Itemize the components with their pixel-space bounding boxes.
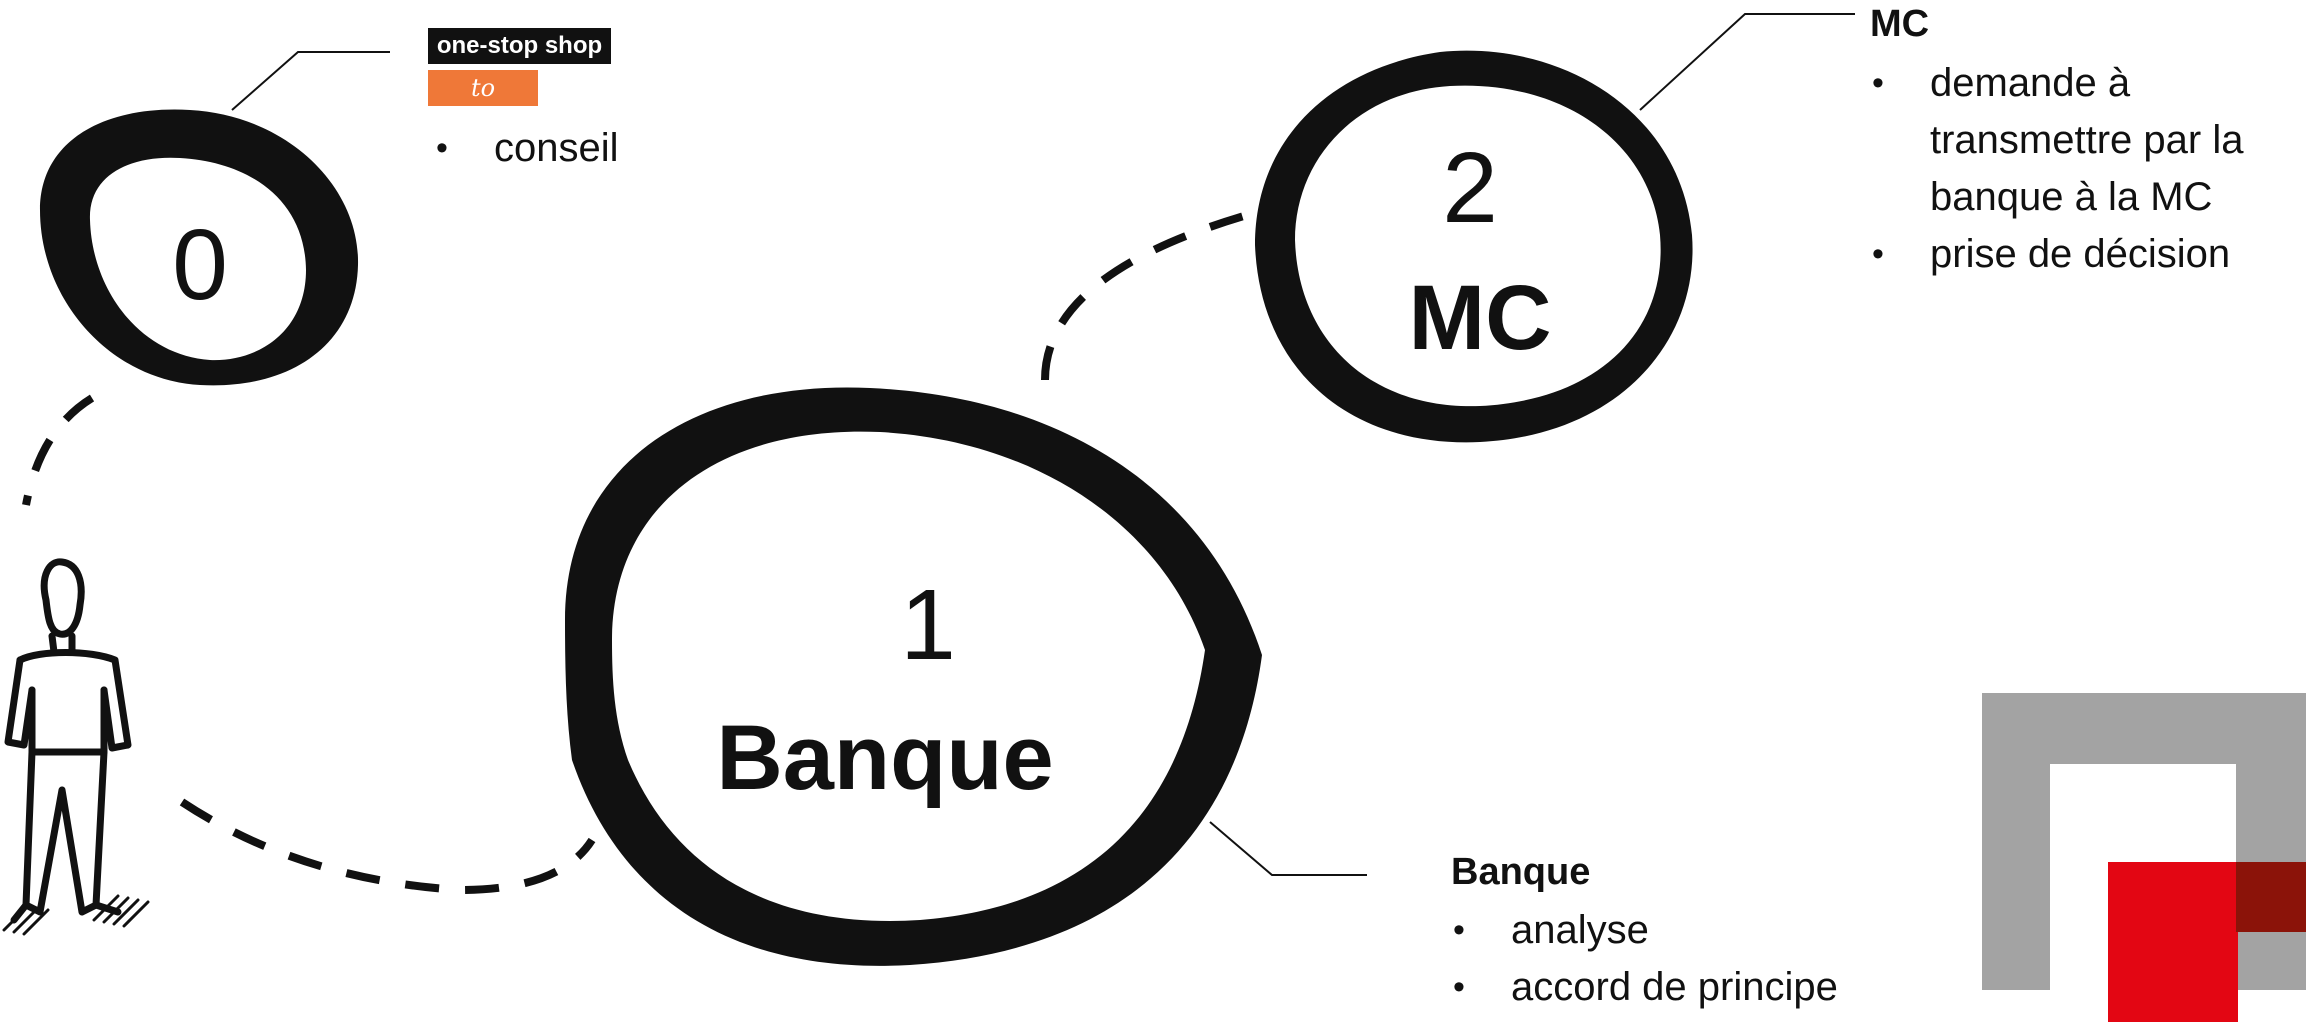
notes-heading-stage-1: Banque bbox=[1451, 851, 1591, 893]
notes-stage-0: conseil bbox=[434, 120, 734, 177]
notes-heading-stage-2: MC bbox=[1870, 3, 1930, 45]
connector-person-to-stage1 bbox=[179, 798, 596, 895]
logo-one-stop-shop: one-stop shop bbox=[428, 28, 611, 64]
stage-number-2: 2 bbox=[1442, 132, 1498, 244]
corner-red-shape-base bbox=[2108, 932, 2180, 1022]
stage-label-1: Banque bbox=[716, 707, 1054, 809]
connector-stage1-to-stage2 bbox=[1041, 206, 1267, 381]
corner-brand-mark-icon bbox=[1982, 693, 2306, 1022]
note-item-demande: demande à transmettre par la banque à la… bbox=[1870, 55, 2295, 226]
connectors bbox=[22, 206, 1267, 895]
stage-number-0: 0 bbox=[172, 209, 228, 321]
connector-person-to-stage0 bbox=[22, 394, 95, 506]
stage-label-2: MC bbox=[1408, 267, 1552, 369]
stage-ring-0 bbox=[40, 109, 359, 386]
corner-red-shape-right bbox=[2236, 862, 2306, 932]
leader-line-stage2 bbox=[1639, 13, 1855, 111]
leader-lines bbox=[231, 13, 1855, 876]
note-item-conseil: conseil bbox=[434, 120, 734, 177]
leader-line-stage0 bbox=[231, 51, 390, 111]
leader-line-stage1 bbox=[1209, 821, 1367, 876]
corner-gray-shape bbox=[1982, 693, 2306, 990]
stage-number-1: 1 bbox=[900, 569, 956, 681]
person-figure-icon bbox=[2, 558, 150, 936]
logo-to-finance: to finance bbox=[428, 70, 538, 138]
note-item-accord: accord de principe bbox=[1451, 959, 1931, 1016]
note-item-analyse: analyse bbox=[1451, 902, 1931, 959]
notes-stage-2: demande à transmettre par la banque à la… bbox=[1870, 55, 2295, 283]
stage-ring-2 bbox=[1255, 50, 1693, 443]
note-item-decision: prise de décision bbox=[1870, 226, 2295, 283]
notes-stage-1: analyse accord de principe bbox=[1451, 902, 1931, 1016]
